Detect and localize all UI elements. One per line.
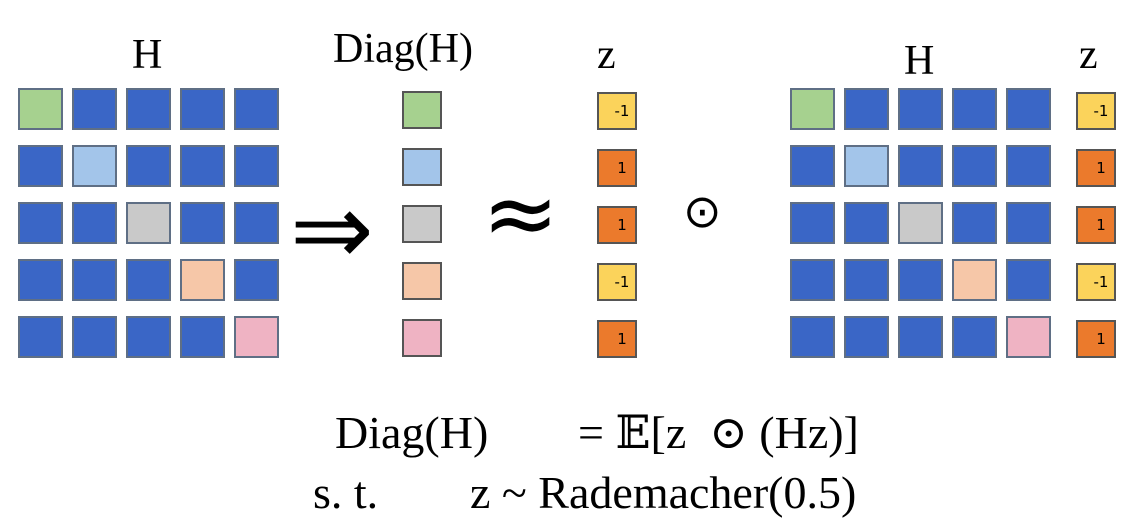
matrix-h-left-cell-r1-c1 (18, 88, 63, 130)
label-z-middle: z (597, 32, 616, 78)
matrix-h-right-cell-r5-c5 (1006, 316, 1051, 358)
approx-symbol: ≈ (482, 160, 560, 267)
formula-line1-rhs: = 𝔼[z ⊙ (Hz)] (578, 407, 859, 458)
z-vector-right-cell-5: 1 (1076, 320, 1116, 358)
matrix-h-left-cell-r4-c1 (18, 259, 63, 301)
matrix-h-left-cell-r3-c1 (18, 202, 63, 244)
matrix-h-right-cell-r3-c4 (952, 202, 997, 244)
matrix-h-left-cell-r1-c4 (180, 88, 225, 130)
label-z-right: z (1079, 32, 1098, 78)
z-vector-right-cell-1: -1 (1076, 92, 1116, 130)
matrix-h-right-cell-r1-c5 (1006, 88, 1051, 130)
matrix-h-left-cell-r3-c5 (234, 202, 279, 244)
matrix-h-left-cell-r2-c1 (18, 145, 63, 187)
matrix-h-right-cell-r2-c1 (790, 145, 835, 187)
diag-vector-cell-4 (402, 262, 442, 300)
z-vector-middle-cell-1: -1 (597, 92, 637, 130)
hadamard-symbol: ⊙ (683, 184, 722, 238)
matrix-h-right-cell-r1-c2 (844, 88, 889, 130)
matrix-h-right-cell-r5-c3 (898, 316, 943, 358)
matrix-h-right-cell-r4-c1 (790, 259, 835, 301)
matrix-h-right-cell-r2-c4 (952, 145, 997, 187)
matrix-h-left-cell-r5-c5 (234, 316, 279, 358)
diag-vector-cell-3 (402, 205, 442, 243)
label-diag-h: Diag(H) (333, 26, 473, 72)
matrix-h-left-cell-r4-c3 (126, 259, 171, 301)
matrix-h-right-cell-r5-c4 (952, 316, 997, 358)
matrix-h-right-cell-r2-c5 (1006, 145, 1051, 187)
matrix-h-right-cell-r3-c1 (790, 202, 835, 244)
matrix-h-right-cell-r4-c3 (898, 259, 943, 301)
z-vector-right-cell-3: 1 (1076, 206, 1116, 244)
z-vector-middle-cell-2: 1 (597, 149, 637, 187)
matrix-h-right-cell-r3-c3 (898, 202, 943, 244)
matrix-h-left-cell-r3-c2 (72, 202, 117, 244)
diag-vector-cell-2 (402, 148, 442, 186)
diag-vector-cell-1 (402, 91, 442, 129)
matrix-h-left-cell-r3-c3 (126, 202, 171, 244)
matrix-h-left-cell-r5-c1 (18, 316, 63, 358)
z-vector-middle-cell-4: -1 (597, 263, 637, 301)
matrix-h-left-cell-r4-c2 (72, 259, 117, 301)
matrix-h-right-cell-r1-c4 (952, 88, 997, 130)
matrix-h-left-cell-r2-c2 (72, 145, 117, 187)
matrix-h-left-cell-r5-c3 (126, 316, 171, 358)
matrix-h-right-cell-r2-c3 (898, 145, 943, 187)
matrix-h-left-cell-r1-c3 (126, 88, 171, 130)
matrix-h-right-cell-r1-c3 (898, 88, 943, 130)
matrix-h-right-cell-r3-c2 (844, 202, 889, 244)
diag-vector-cell-5 (402, 319, 442, 357)
matrix-h-left-cell-r4-c5 (234, 259, 279, 301)
matrix-h-left-cell-r5-c2 (72, 316, 117, 358)
matrix-h-right-cell-r1-c1 (790, 88, 835, 130)
formula-line2-rhs: z ~ Rademacher(0.5) (470, 467, 857, 518)
label-h-left: H (132, 32, 163, 78)
matrix-h-left-cell-r5-c4 (180, 316, 225, 358)
formula-line1-lhs: Diag(H) (335, 407, 489, 458)
matrix-h-left-cell-r1-c2 (72, 88, 117, 130)
z-vector-middle-cell-3: 1 (597, 206, 637, 244)
matrix-h-left-cell-r4-c4 (180, 259, 225, 301)
matrix-h-right-cell-r5-c1 (790, 316, 835, 358)
matrix-h-left-cell-r2-c5 (234, 145, 279, 187)
matrix-h-left-cell-r2-c4 (180, 145, 225, 187)
label-h-right: H (904, 38, 935, 84)
matrix-h-right-cell-r3-c5 (1006, 202, 1051, 244)
matrix-h-right-cell-r4-c5 (1006, 259, 1051, 301)
matrix-h-right-cell-r5-c2 (844, 316, 889, 358)
matrix-h-right-cell-r4-c2 (844, 259, 889, 301)
matrix-h-left-cell-r1-c5 (234, 88, 279, 130)
matrix-h-left-cell-r3-c4 (180, 202, 225, 244)
z-vector-right-cell-2: 1 (1076, 149, 1116, 187)
matrix-h-right-cell-r4-c4 (952, 259, 997, 301)
matrix-h-right-cell-r2-c2 (844, 145, 889, 187)
z-vector-middle-cell-5: 1 (597, 320, 637, 358)
formula-line2-lhs: s. t. (313, 467, 379, 518)
matrix-h-left-cell-r2-c3 (126, 145, 171, 187)
implies-arrow: ⇒ (290, 171, 374, 288)
z-vector-right-cell-4: -1 (1076, 263, 1116, 301)
